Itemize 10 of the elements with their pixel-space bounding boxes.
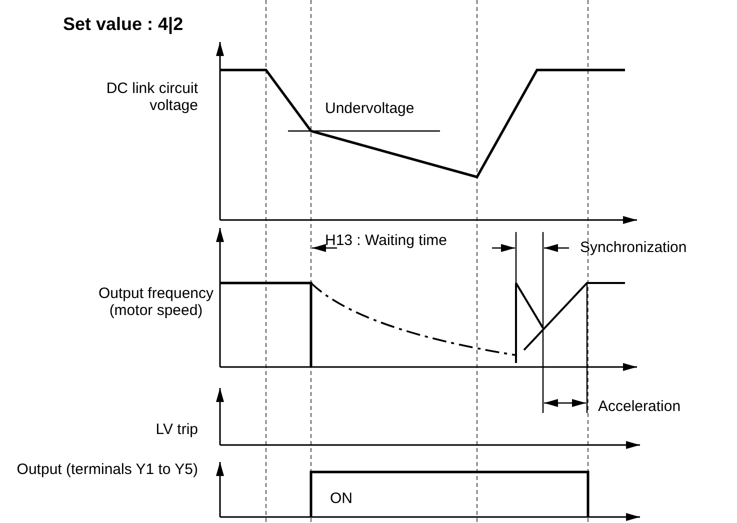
axis-label: DC link circuit voltage — [105, 80, 198, 114]
interval-label: H13 : Waiting time — [325, 232, 448, 249]
signal-state-label: ON — [330, 490, 354, 507]
threshold-label: Undervoltage — [325, 100, 416, 117]
axis-label: LV trip — [154, 421, 198, 438]
axis-label: Output (terminals Y1 to Y5) — [16, 461, 198, 478]
interval-label: Synchronization — [580, 239, 688, 256]
interval-label: Acceleration — [598, 398, 682, 415]
axis-label: Output frequency (motor speed) — [97, 285, 215, 319]
diagram-title: Set value : 4|2 — [63, 14, 184, 34]
